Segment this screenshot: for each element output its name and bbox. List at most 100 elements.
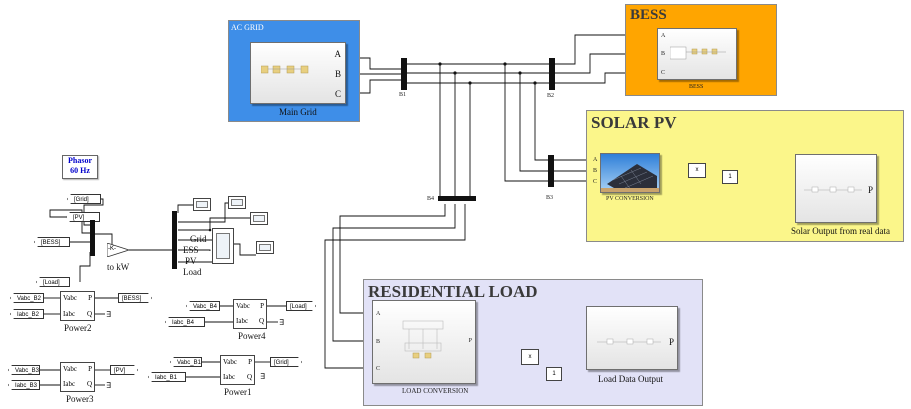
power3-label: Power3 <box>66 394 94 404</box>
power1-p: P <box>248 358 252 366</box>
bess-title: BESS <box>630 7 667 23</box>
from-vabc-b3-tag[interactable]: Vabc_B3 <box>8 365 40 375</box>
solar-pv-title: SOLAR PV <box>591 113 677 132</box>
power1-q: Q <box>246 373 252 381</box>
powergui-block[interactable]: Phasor 60 Hz <box>62 155 98 179</box>
pv-multiply-block[interactable]: x <box>688 163 706 178</box>
bus-b4-label: B4 <box>427 196 435 202</box>
solar-output-schematic <box>804 186 862 193</box>
from-iabc-b1-tag[interactable]: Iabc_B1 <box>148 372 186 382</box>
mux-left[interactable] <box>90 220 95 256</box>
port-b-label: B <box>334 69 341 79</box>
power2-p: P <box>88 294 92 302</box>
solar-panel-image <box>601 154 659 192</box>
pv-constant-block[interactable]: 1 <box>722 170 738 184</box>
main-scope-screen <box>216 233 230 259</box>
goto-bess-tag[interactable]: [BESS] <box>118 293 152 303</box>
load-constant-block[interactable]: 1 <box>546 367 562 381</box>
bess-block[interactable]: A B C <box>657 28 737 80</box>
power1-vabc: Vabc <box>223 358 237 366</box>
bess-port-c: C <box>661 70 666 76</box>
load-port-b: B <box>376 339 381 345</box>
main-scope[interactable] <box>212 228 234 264</box>
power1-terminator: ∃ <box>260 372 266 381</box>
power2-vabc: Vabc <box>63 294 77 302</box>
display-label-pv: PV <box>185 256 197 266</box>
load-constant-value: 1 <box>552 371 556 377</box>
from-pv-tag[interactable]: [PV] <box>66 212 100 222</box>
gain-label: to kW <box>107 262 130 272</box>
scope-3[interactable] <box>250 212 268 225</box>
bess-port-a: A <box>661 33 666 39</box>
gain-symbol: -K- <box>108 246 116 252</box>
goto-grid-tag[interactable]: [Grid] <box>270 357 302 367</box>
load-multiply-symbol: x <box>528 354 532 360</box>
power2-block[interactable]: Vabc Iabc P Q <box>60 291 95 321</box>
solar-output-label: Solar Output from real data <box>791 226 890 236</box>
power4-block[interactable]: Vabc Iabc P Q <box>233 299 267 329</box>
solar-output-port-p: P <box>867 185 873 195</box>
pv-conversion-label: PV CONVERSION <box>606 196 654 202</box>
pv-port-c: C <box>593 179 598 185</box>
load-conversion-schematic <box>402 320 444 359</box>
gain-block[interactable]: -K- <box>107 243 129 257</box>
demux-center[interactable] <box>172 211 177 269</box>
load-multiply-block[interactable]: x <box>521 349 539 365</box>
power2-q: Q <box>86 310 92 318</box>
bus-b1[interactable] <box>401 58 407 90</box>
from-iabc-b4-tag[interactable]: Iabc_B4 <box>165 317 205 327</box>
from-vabc-b1-tag[interactable]: Vabc_B1 <box>170 357 202 367</box>
bus-b2[interactable] <box>549 58 555 90</box>
from-vabc-b2-tag[interactable]: Vabc_B2 <box>10 293 44 303</box>
from-iabc-b2-tag[interactable]: Iabc_B2 <box>10 309 44 319</box>
bus-b3[interactable] <box>548 155 554 187</box>
powergui-mode: Phasor <box>68 156 92 165</box>
scope-4[interactable] <box>256 241 274 254</box>
pv-port-a: A <box>593 157 598 163</box>
power2-terminator: ∃ <box>106 310 112 319</box>
from-load-tag[interactable]: [Load] <box>36 277 70 287</box>
power1-iabc: Iabc <box>223 373 236 381</box>
solar-output-block[interactable]: P <box>795 154 877 223</box>
main-grid-schematic <box>261 65 309 74</box>
from-bess-tag[interactable]: [BESS] <box>34 237 70 247</box>
display-label-load: Load <box>183 267 202 277</box>
power3-p: P <box>88 365 92 373</box>
load-conversion-block[interactable]: A B C P <box>372 300 476 384</box>
pv-port-b: B <box>593 168 598 174</box>
main-grid-block[interactable]: A B C <box>250 42 346 104</box>
pv-constant-value: 1 <box>728 174 732 180</box>
load-port-c: C <box>376 366 381 372</box>
scope-2[interactable] <box>228 196 246 209</box>
power2-label: Power2 <box>64 323 92 333</box>
from-grid-tag[interactable]: [Grid] <box>67 194 101 204</box>
power3-block[interactable]: Vabc Iabc P Q <box>60 362 95 392</box>
load-data-output-label: Load Data Output <box>598 374 663 384</box>
bus-b4[interactable] <box>438 196 476 201</box>
bess-block-label: BESS <box>689 84 704 90</box>
pv-conversion-block[interactable]: A B C <box>593 153 660 193</box>
from-vabc-b4-tag[interactable]: Vabc_B4 <box>186 301 220 311</box>
power1-label: Power1 <box>224 387 252 397</box>
power4-terminator: ∃ <box>279 318 285 327</box>
load-port-p: P <box>468 338 472 344</box>
ac-grid-title: AC GRID <box>231 23 264 32</box>
bess-schematic <box>670 46 726 60</box>
load-data-output-block[interactable]: P <box>586 306 678 370</box>
scope-1[interactable] <box>193 198 211 211</box>
from-iabc-b3-tag[interactable]: Iabc_B3 <box>8 380 40 390</box>
power2-iabc: Iabc <box>63 310 76 318</box>
powergui-frequency: 60 Hz <box>70 166 90 175</box>
load-port-a: A <box>376 311 381 317</box>
port-c-label: C <box>334 89 341 99</box>
goto-pv-tag[interactable]: [PV] <box>110 365 138 375</box>
power3-iabc: Iabc <box>63 380 76 388</box>
power1-block[interactable]: Vabc Iabc P Q <box>220 355 255 385</box>
power3-q: Q <box>86 380 92 388</box>
power4-vabc: Vabc <box>236 302 250 310</box>
display-label-grid: Grid <box>190 234 207 244</box>
goto-load-tag[interactable]: [Load] <box>286 301 316 311</box>
power4-iabc: Iabc <box>236 317 249 325</box>
power4-p: P <box>260 302 264 310</box>
pv-multiply-symbol: x <box>695 167 699 173</box>
